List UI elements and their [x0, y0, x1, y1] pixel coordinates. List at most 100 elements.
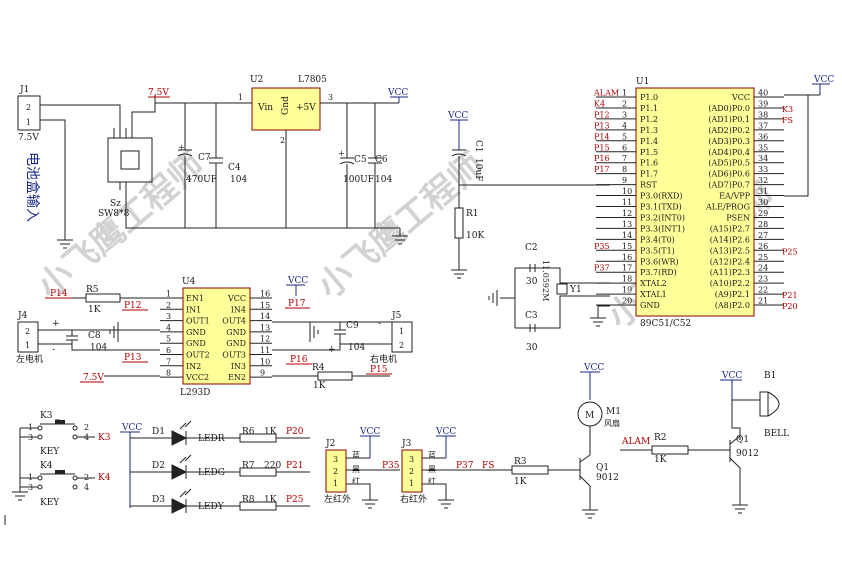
- u4-pin-name-2: IN1: [186, 305, 201, 314]
- u4-pin-num-12: 12: [260, 335, 270, 344]
- j1-battery-connector: J1 2 1 7.5V 电池盒输入: [17, 85, 121, 249]
- u1-pin-num-29: 29: [758, 209, 768, 218]
- u1-ref: U1: [636, 77, 649, 87]
- u1-pin-num-24: 24: [758, 264, 768, 273]
- k4-ref: K4: [40, 461, 53, 471]
- u1-pin-num-40: 40: [758, 89, 768, 98]
- u4-pin-num-9: 9: [260, 369, 265, 378]
- j1-voltage: 7.5V: [18, 133, 39, 143]
- u4-pin-num-2: 2: [166, 301, 171, 310]
- j2-ref: J2: [325, 439, 335, 449]
- led-net-0: P20: [286, 427, 304, 437]
- u1-pin-num-25: 25: [758, 253, 768, 262]
- u4-pin-num-14: 14: [260, 312, 270, 321]
- bell-driver: VCC B1 BELL Q1 9012 ALAM R2 1K: [620, 371, 789, 514]
- u1-pin-num-11: 11: [622, 198, 632, 207]
- c3-value: 30: [526, 343, 538, 353]
- u2-pin3: 3: [328, 93, 333, 102]
- u2-ref: U2: [250, 75, 263, 85]
- fan-net: FS: [482, 461, 494, 471]
- vcc-top: VCC: [375, 88, 408, 245]
- u1-pin-name-7: P1.6: [640, 159, 658, 168]
- u1-net-7: P16: [594, 154, 610, 163]
- u4-pin-num-16: 16: [260, 290, 270, 299]
- u1-pin-name-3: P1.2: [640, 115, 658, 124]
- fan-caption: 风扇: [604, 418, 620, 428]
- u1-pin-name-21: (A8)P2.0: [715, 301, 750, 310]
- u4-right-pins: 16VCC15IN414OUT413GND12GND11OUT310IN39EN…: [222, 290, 272, 382]
- u1-net-21: P20: [782, 302, 798, 311]
- c6-ref: C6: [375, 155, 388, 165]
- u1-pin-name-14: P3.4(T0): [640, 235, 675, 244]
- u2-pin2: 2: [280, 136, 285, 145]
- u1-pin-num-31: 31: [758, 187, 768, 196]
- key-k3: K3 1 3 2 4 KEY K3: [20, 411, 111, 457]
- r5-value: 1K: [88, 305, 101, 315]
- u1-pin-num-7: 7: [622, 154, 627, 163]
- u4-pin-num-4: 4: [166, 323, 171, 332]
- u1-pin-num-28: 28: [758, 220, 768, 229]
- u4-pin-name-1: EN1: [186, 294, 204, 303]
- u2-vin: Vin: [257, 103, 273, 113]
- fan-symbol: M: [585, 411, 594, 421]
- u1-net-8: P17: [594, 165, 610, 174]
- c9-ref: C9: [346, 321, 359, 331]
- u1-pin-num-5: 5: [622, 132, 627, 141]
- led-ref-1: D2: [152, 461, 165, 471]
- led-name-0: LEDR: [198, 434, 225, 444]
- j5-minus: -: [378, 319, 381, 329]
- u1-pin-name-19: XTAL1: [640, 290, 667, 299]
- c8-value: 104: [90, 343, 107, 353]
- k4-net: K4: [98, 473, 111, 483]
- power-switch: Sz SW8*8: [98, 95, 400, 229]
- bell-net: ALAM: [621, 437, 650, 447]
- u4-pin-num-1: 1: [166, 290, 171, 299]
- switch-ref: Sz: [110, 199, 121, 209]
- k4-pin4: 4: [84, 483, 89, 492]
- u1-pin-num-18: 18: [622, 275, 632, 284]
- u1-pin-num-10: 10: [622, 187, 632, 196]
- j4-ref: J4: [17, 311, 28, 321]
- u1-pin-name-6: P1.5: [640, 148, 658, 157]
- u1-pin-name-24: (A11)P2.3: [710, 268, 750, 277]
- u1-pin-name-10: P3.0(RXD): [640, 192, 682, 201]
- u1-pin-name-37: (AD2)P0.2: [708, 126, 750, 135]
- j2-net: P35: [382, 461, 400, 471]
- u1-net-39: K3: [782, 105, 793, 114]
- u4-pin-name-16: VCC: [227, 294, 246, 303]
- u1-pin-num-17: 17: [622, 264, 632, 273]
- j2-pin2: 2: [333, 467, 338, 476]
- u1-pin-num-14: 14: [622, 231, 632, 240]
- u1-pin-name-9: RST: [640, 181, 658, 190]
- u1-net-3: P12: [594, 110, 610, 119]
- c3-ref: C3: [525, 311, 538, 321]
- u2-pin1: 1: [238, 93, 243, 102]
- bell-qpart: 9012: [736, 449, 759, 459]
- bell-q: Q1: [736, 435, 749, 445]
- j2-caption: 左红外: [324, 493, 351, 505]
- u1-net-22: P21: [782, 291, 798, 300]
- led-name-2: LEDY: [198, 502, 225, 512]
- u1-pin-name-30: ALE/PROG: [705, 203, 750, 212]
- bell-ref: B1: [764, 371, 776, 381]
- u4-net-p15: P15: [370, 365, 388, 375]
- j1-ref: J1: [19, 85, 29, 95]
- u4-pin-name-11: OUT3: [222, 351, 246, 360]
- k3-ref: K3: [40, 411, 53, 421]
- j2-pin3: 3: [333, 455, 338, 464]
- j5-pin2: 2: [399, 341, 404, 350]
- u1-net-5: P14: [594, 132, 610, 141]
- u4-pin-name-14: OUT4: [222, 317, 246, 326]
- u4-ref: U4: [182, 277, 196, 287]
- u4-vcc: VCC: [287, 276, 308, 286]
- u1-pin-num-2: 2: [622, 99, 627, 108]
- j2-sig1: 蓝: [352, 450, 360, 460]
- c5-value: 100UF: [343, 175, 374, 185]
- vcc-bell: VCC: [721, 371, 742, 381]
- fan-qpart: 9012: [596, 473, 619, 483]
- svg-text:+: +: [178, 143, 185, 152]
- fan-r3: R3: [514, 457, 527, 467]
